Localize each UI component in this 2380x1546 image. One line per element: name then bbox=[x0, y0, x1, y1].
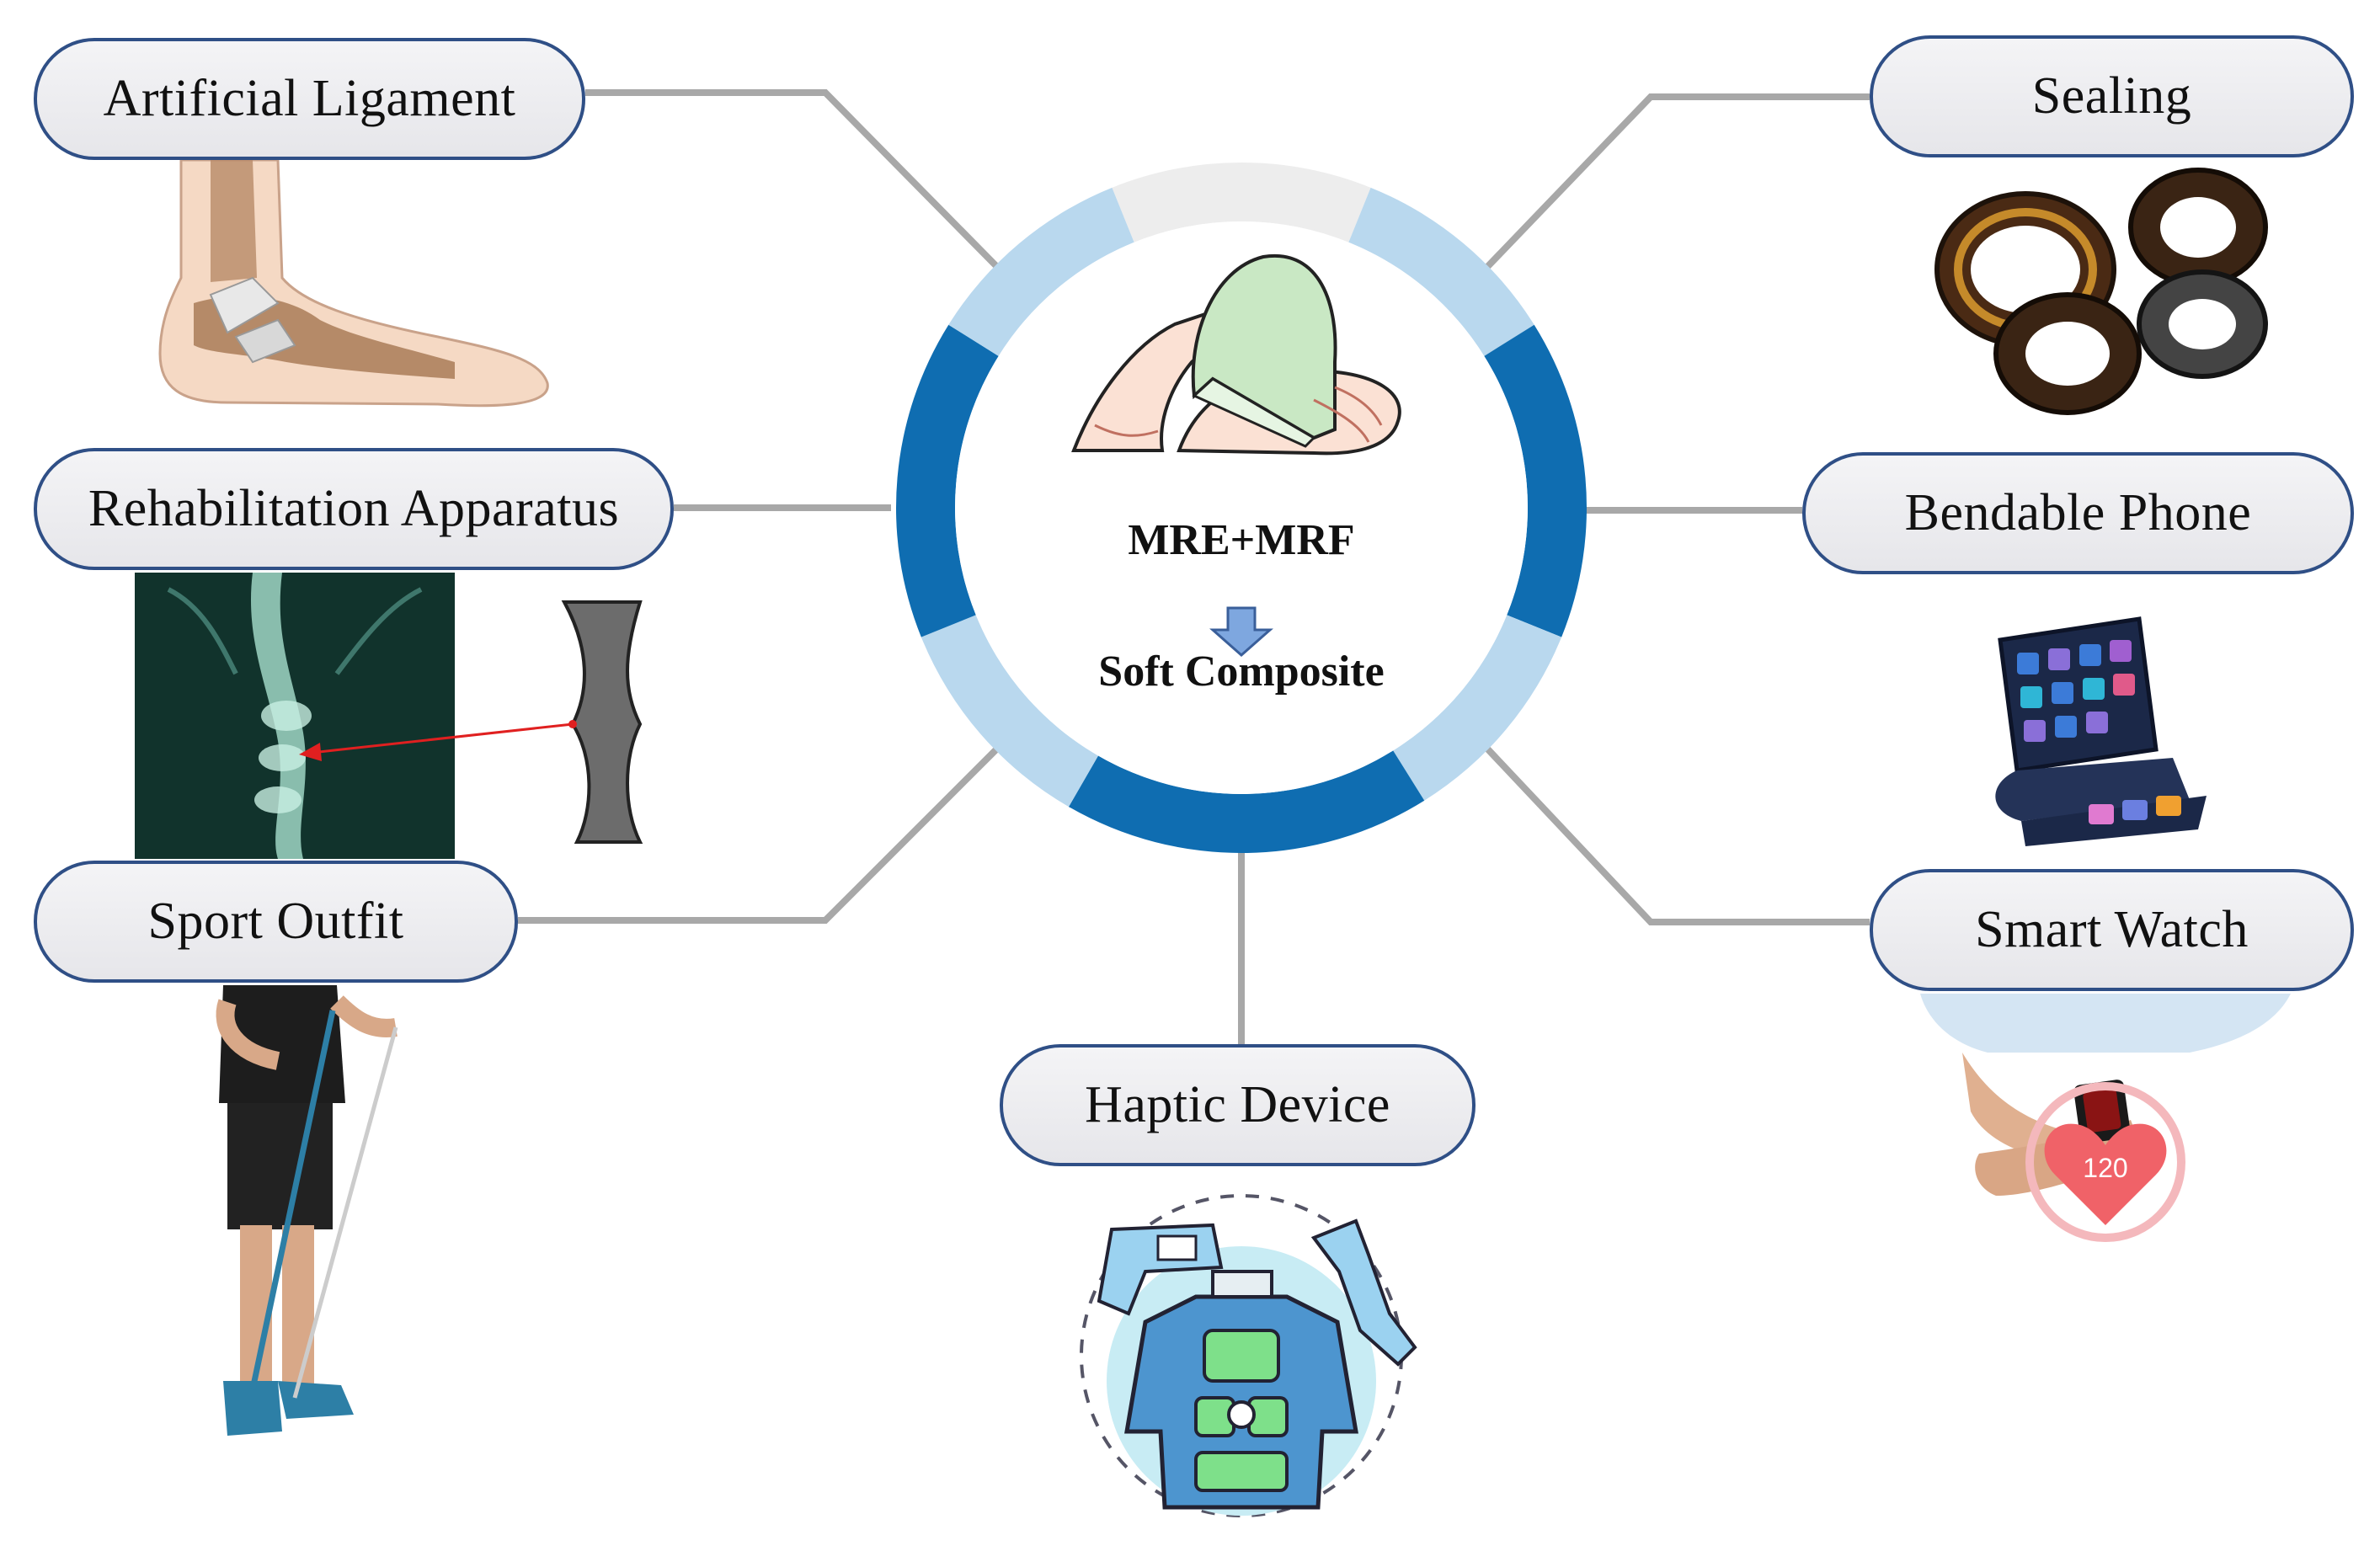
label-sealing: Sealing bbox=[1870, 35, 2354, 157]
label-haptic-device: Haptic Device bbox=[1000, 1044, 1475, 1166]
connector-lines bbox=[518, 89, 1870, 1044]
label-smart-watch: Smart Watch bbox=[1870, 869, 2354, 991]
ring-segment bbox=[1069, 750, 1425, 853]
connector-artificial-ligament bbox=[585, 89, 1001, 270]
brace-illustration bbox=[299, 600, 643, 844]
athlete-illustration bbox=[216, 985, 398, 1436]
connector-sport-outfit bbox=[518, 745, 1001, 924]
ring-segment bbox=[1484, 324, 1587, 637]
center-ring bbox=[896, 163, 1587, 853]
foot-illustration bbox=[158, 158, 549, 408]
center-subtitle: Soft Composite bbox=[1098, 648, 1385, 696]
spine-xray-illustration bbox=[135, 573, 455, 859]
ring-segment bbox=[921, 615, 1098, 808]
connector-smart-watch bbox=[1484, 745, 1870, 925]
ring-segment bbox=[1348, 187, 1534, 356]
center-title: MRE+MRF bbox=[1128, 516, 1355, 564]
down-arrow-icon bbox=[1209, 606, 1273, 658]
ring-segment bbox=[1393, 615, 1562, 801]
ring-inner-disc bbox=[955, 221, 1528, 794]
bendable-phone-illustration bbox=[1995, 616, 2207, 846]
seal-rings-illustration bbox=[1934, 168, 2268, 415]
label-bendable-phone: Bendable Phone bbox=[1802, 452, 2354, 574]
smart-watch-illustration: 120 bbox=[1920, 994, 2291, 1242]
label-artificial-ligament: Artificial Ligament bbox=[34, 38, 585, 160]
label-sport-outfit: Sport Outfit bbox=[34, 861, 518, 983]
watch-reading: 120 bbox=[2083, 1153, 2127, 1183]
connector-sealing bbox=[1484, 93, 1870, 270]
finger-composite-illustration bbox=[1071, 253, 1401, 456]
haptic-suit-illustration bbox=[1080, 1194, 1417, 1517]
ring-segment bbox=[896, 324, 999, 637]
label-rehabilitation-apparatus: Rehabilitation Apparatus bbox=[34, 448, 674, 570]
ring-segment bbox=[948, 187, 1134, 356]
ring-segment bbox=[1112, 163, 1371, 243]
